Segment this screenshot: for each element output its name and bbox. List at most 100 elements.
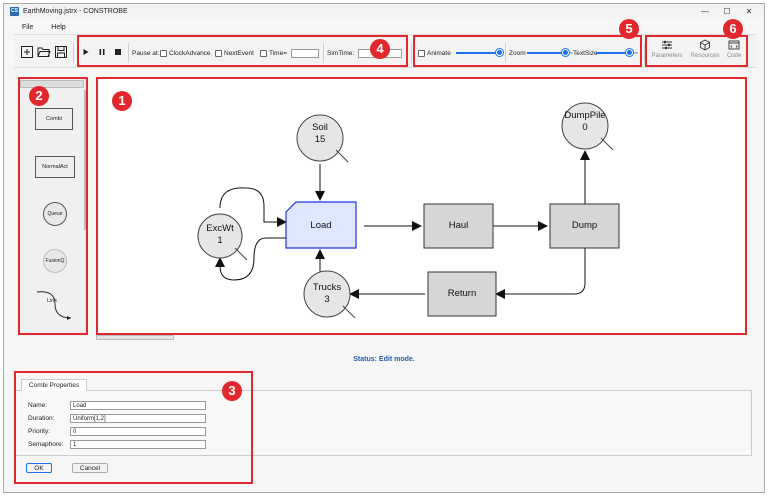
properties-area: Combi Properties Name: Load Duration: Un… <box>14 372 752 482</box>
palette-queue-label: Queue <box>47 211 63 217</box>
edge-load-excwt[interactable] <box>215 237 286 281</box>
semaphore-field[interactable]: 1 <box>70 439 206 449</box>
clock-advance-checkbox[interactable] <box>160 49 167 57</box>
node-palette: Combi NormalAct Queue FusionQ Link <box>17 78 87 336</box>
queue-exc-wt-tick <box>234 247 248 261</box>
zoom-label: Zoom <box>509 49 526 57</box>
badge-4: 4 <box>370 39 390 59</box>
duration-field[interactable]: Uniform[1,2] <box>70 413 206 423</box>
menu-file[interactable]: File <box>22 23 34 31</box>
toolbar-divider <box>73 43 74 63</box>
haul-label: Haul <box>448 220 469 231</box>
open-folder-icon[interactable] <box>37 45 51 59</box>
animate-label: Animate <box>427 49 451 57</box>
badge-1: 1 <box>112 91 132 111</box>
slider-knob[interactable] <box>625 49 633 56</box>
toolbar-divider <box>128 43 129 63</box>
soil-count: 15 <box>314 134 326 145</box>
combi-load[interactable] <box>285 201 357 249</box>
save-icon[interactable] <box>54 45 68 59</box>
pause-icon[interactable] <box>95 45 109 59</box>
clock-advance-label: ClockAdvance <box>169 49 211 57</box>
queue-dump-pile[interactable] <box>561 102 609 150</box>
code-button[interactable]: Code <box>718 39 750 59</box>
parameters-label: Parameters <box>651 53 683 59</box>
edge-dump-return[interactable] <box>495 248 586 299</box>
annotation-box-1 <box>96 77 747 335</box>
badge-5: 5 <box>619 19 639 39</box>
play-icon[interactable] <box>79 45 93 59</box>
palette-combi[interactable]: Combi <box>35 108 73 130</box>
palette-link-label: Link <box>47 298 58 304</box>
time-option[interactable]: Time= <box>260 48 319 58</box>
dump-pile-count: 0 <box>582 122 588 133</box>
stop-icon[interactable] <box>111 45 125 59</box>
canvas-hscrollbar[interactable] <box>96 335 174 340</box>
activity-haul[interactable] <box>423 203 494 249</box>
palette-normal[interactable]: NormalAct <box>35 156 75 178</box>
network-diagram <box>197 102 620 319</box>
clock-advance-option[interactable]: ClockAdvance <box>160 48 211 58</box>
resources-button[interactable]: Resources <box>686 39 724 59</box>
time-label: Time= <box>269 49 287 57</box>
menu-help[interactable]: Help <box>51 23 66 31</box>
exc-wt-name: ExcWt <box>206 223 234 234</box>
parameters-button[interactable]: Parameters <box>648 39 686 59</box>
slider-knob[interactable] <box>496 49 503 56</box>
dump-label: Dump <box>571 220 598 231</box>
queue-soil[interactable] <box>296 114 344 162</box>
tab-combi-properties[interactable]: Combi Properties <box>21 379 87 391</box>
resources-label: Resources <box>690 53 720 59</box>
time-checkbox[interactable] <box>260 49 267 57</box>
palette-queue[interactable]: Queue <box>43 202 67 226</box>
textsize-slider[interactable] <box>596 49 638 56</box>
ok-button[interactable]: OK <box>26 463 52 473</box>
slider-rest-track <box>566 52 573 54</box>
priority-label: Priority: <box>28 427 51 435</box>
queue-trucks[interactable] <box>303 270 351 318</box>
queue-dump-pile-tick <box>600 137 614 151</box>
dump-pile-name: DumpPile <box>564 110 606 121</box>
maximize-icon[interactable]: ☐ <box>723 6 731 16</box>
status-text: Status: Edit mode. <box>353 356 415 363</box>
trucks-count: 3 <box>324 294 330 305</box>
cube-icon <box>686 39 724 53</box>
name-field[interactable]: Load <box>70 400 206 410</box>
animate-checkbox[interactable] <box>418 49 425 57</box>
palette-scrollbar[interactable] <box>84 90 87 230</box>
semaphore-label: Semaphore: <box>28 440 64 448</box>
minimize-icon[interactable]: — <box>701 6 709 16</box>
animate-option[interactable]: Animate <box>418 48 451 58</box>
palette-search[interactable] <box>20 80 84 88</box>
time-input[interactable] <box>291 48 319 58</box>
next-event-checkbox[interactable] <box>215 49 222 57</box>
toolbar-divider <box>644 43 645 63</box>
queue-exc-wt[interactable] <box>197 213 243 259</box>
activity-return[interactable] <box>427 271 497 317</box>
animate-slider[interactable] <box>456 49 503 56</box>
new-file-icon[interactable] <box>20 45 34 59</box>
palette-fusion[interactable]: FusionQ <box>43 249 67 273</box>
palette-link[interactable]: Link <box>33 288 77 324</box>
zoom-slider[interactable] <box>527 49 573 56</box>
semaphore-row: Semaphore: 1 <box>28 439 206 449</box>
model-canvas[interactable]: Soil 15 DumpPile 0 ExcWt 1 Trucks 3 Load… <box>96 78 746 334</box>
slider-rest-track <box>629 52 638 54</box>
badge-2: 2 <box>29 86 49 106</box>
priority-field[interactable]: 0 <box>70 426 206 436</box>
textsize-label: TextSize <box>573 49 598 57</box>
close-icon[interactable]: ✕ <box>745 6 753 16</box>
cancel-button[interactable]: Cancel <box>72 463 108 473</box>
edge-excwt-load[interactable] <box>219 187 287 227</box>
next-event-option[interactable]: NextEvent <box>215 48 254 58</box>
load-label: Load <box>310 220 332 231</box>
queue-soil-tick <box>335 149 349 163</box>
activity-dump[interactable] <box>549 203 620 249</box>
slider-knob[interactable] <box>562 49 570 56</box>
trucks-name: Trucks <box>312 282 342 293</box>
annotation-box-4 <box>77 35 408 67</box>
code-icon <box>718 39 750 53</box>
toolbar-divider <box>411 43 412 63</box>
palette-combi-label: Combi <box>46 116 62 122</box>
sliders-icon <box>648 39 686 53</box>
